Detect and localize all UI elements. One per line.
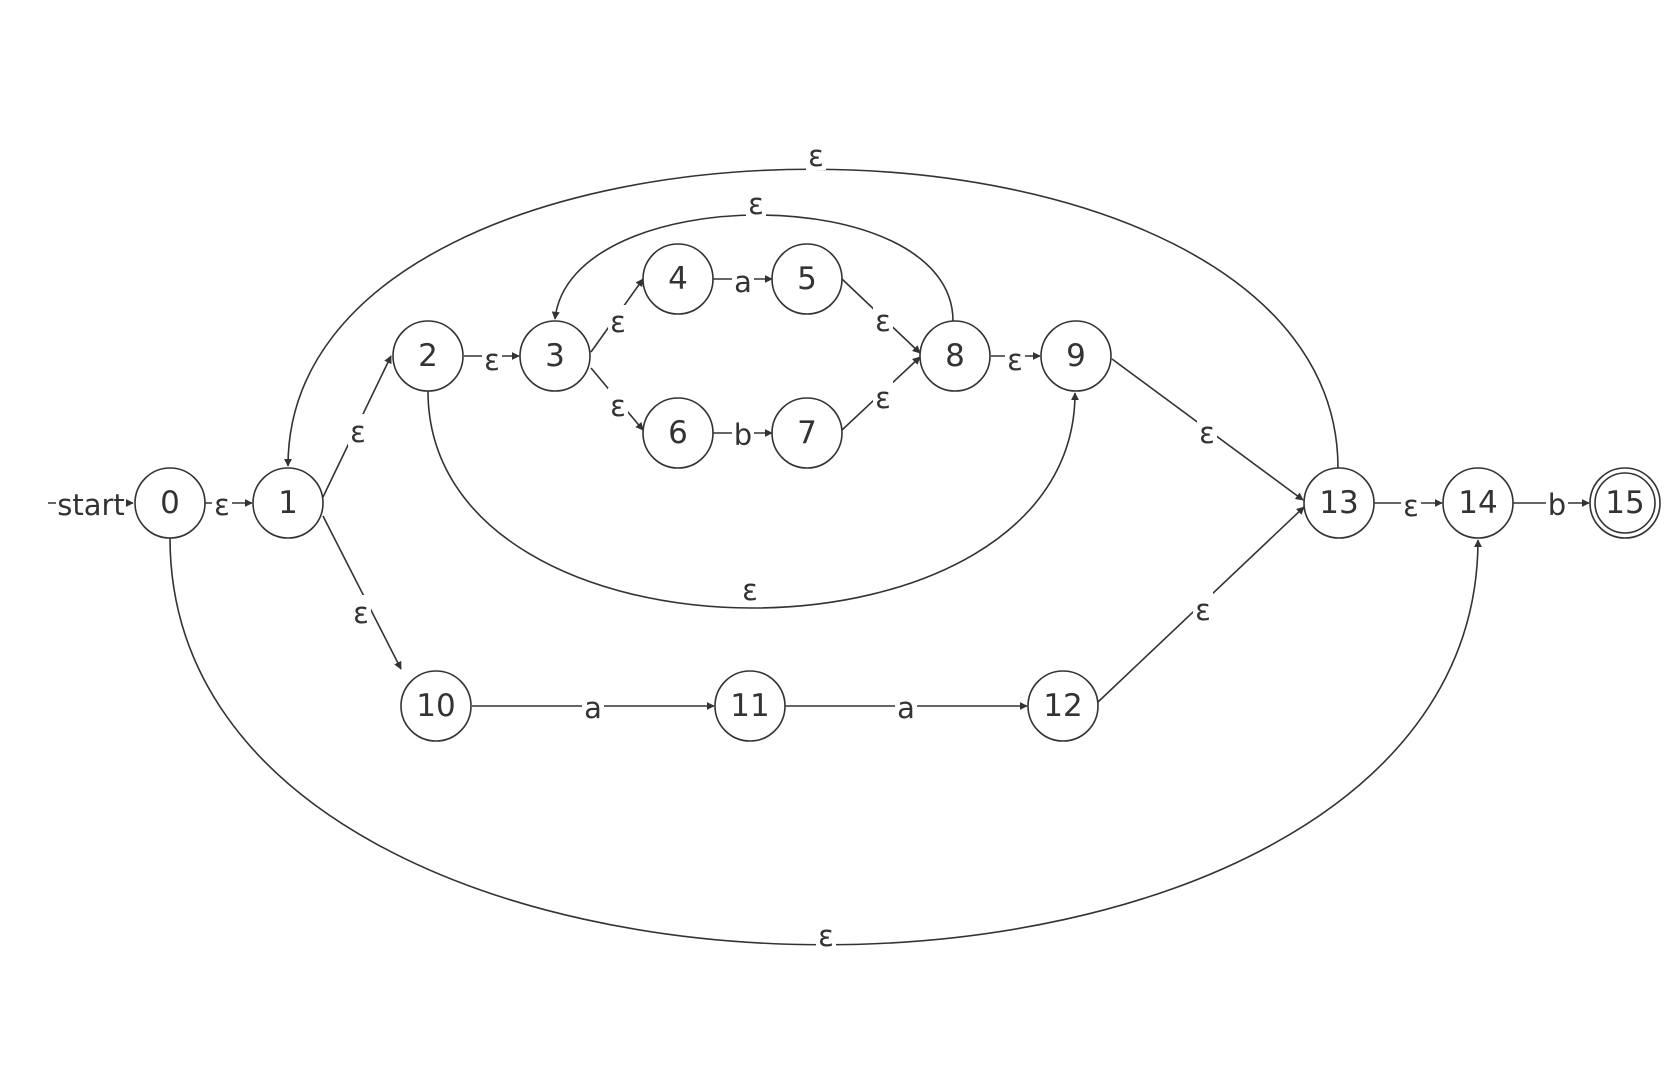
state-label-2: 2: [418, 338, 438, 374]
state-9: 9: [1040, 320, 1112, 392]
edge-label-text-7-8: ε: [875, 381, 891, 415]
state-label-0: 0: [160, 485, 180, 521]
start-arrow: start: [48, 484, 134, 522]
state-10: 10: [400, 670, 472, 742]
state-label-14: 14: [1458, 485, 1497, 521]
edge-label-text-11-12: a: [897, 691, 915, 725]
state-label-13: 13: [1319, 485, 1358, 521]
state-label-1: 1: [278, 485, 298, 521]
edge-label-8-9: ε: [1005, 342, 1025, 377]
edge-label-text-1-2: ε: [350, 415, 366, 449]
start-label-bg: [56, 484, 126, 522]
state-label-11: 11: [730, 688, 769, 724]
state-label-5: 5: [797, 261, 817, 297]
state-7: 7: [771, 397, 843, 469]
edge-label-3-4: ε: [608, 305, 628, 339]
edge-label-text-3-4: ε: [610, 305, 626, 339]
state-13: 13: [1303, 467, 1375, 539]
state-11: 11: [714, 670, 786, 742]
edge-label-0-1: ε: [212, 487, 232, 522]
edge-label-13-1: ε: [806, 139, 826, 173]
state-label-12: 12: [1043, 688, 1082, 724]
edge-label-text-10-11: a: [584, 691, 602, 725]
edge-label-text-4-5: a: [734, 265, 752, 299]
edge-label-14-15: b: [1546, 485, 1568, 522]
edge-label-11-12: a: [895, 690, 917, 725]
edge-label-text-2-9: ε: [742, 573, 758, 607]
state-12: 12: [1027, 670, 1099, 742]
edge-label-5-8: ε: [873, 303, 893, 338]
edge-label-1-2: ε: [348, 414, 368, 449]
state-label-3: 3: [545, 338, 565, 374]
state-6: 6: [642, 397, 714, 469]
states: 0 1 2 3 4 5 6 7: [134, 243, 1661, 742]
edge-label-text-8-3: ε: [748, 187, 764, 221]
edge-label-text-6-7: b: [734, 418, 752, 452]
edge-label-4-5: a: [732, 264, 754, 299]
edge-label-9-13: ε: [1197, 415, 1217, 450]
state-label-15: 15: [1605, 485, 1644, 521]
edge-label-0-14: ε: [816, 919, 836, 953]
edge-label-12-13: ε: [1193, 592, 1213, 627]
state-8: 8: [919, 320, 991, 392]
edge-label-text-1-10: ε: [353, 596, 369, 630]
state-3: 3: [519, 320, 591, 392]
state-15-accepting: 15: [1589, 467, 1661, 539]
edge-label-7-8: ε: [873, 380, 893, 415]
edge-label-text-3-6: ε: [610, 389, 626, 423]
state-1: 1: [252, 467, 324, 539]
edge-label-2-9: ε: [740, 573, 760, 607]
state-2: 2: [392, 320, 464, 392]
edge-label-2-3: ε: [482, 342, 502, 377]
state-0: 0: [134, 467, 206, 539]
edge-label-text-13-14: ε: [1403, 489, 1419, 523]
state-label-10: 10: [416, 688, 455, 724]
transition-labels: ε ε ε ε ε ε a b: [212, 139, 1568, 953]
edge-label-1-10: ε: [351, 595, 371, 630]
edge-label-6-7: b: [732, 416, 754, 452]
state-label-9: 9: [1066, 338, 1086, 374]
edge-label-13-14: ε: [1401, 488, 1421, 523]
edge-label-text-0-1: ε: [214, 488, 230, 522]
state-4: 4: [642, 243, 714, 315]
transitions: [169, 168, 1590, 946]
edge-label-text-5-8: ε: [875, 304, 891, 338]
edge-label-text-14-15: b: [1548, 488, 1566, 522]
state-5: 5: [771, 243, 843, 315]
edge-label-text-0-14: ε: [818, 919, 834, 953]
state-label-6: 6: [668, 415, 688, 451]
start-label: start: [57, 488, 125, 522]
edge-label-8-3: ε: [746, 187, 766, 221]
edge-label-text-8-9: ε: [1007, 343, 1023, 377]
edge-label-text-13-1: ε: [808, 139, 824, 173]
state-label-7: 7: [797, 415, 817, 451]
edge-label-text-9-13: ε: [1199, 416, 1215, 450]
state-label-4: 4: [668, 261, 688, 297]
state-14: 14: [1442, 467, 1514, 539]
state-label-8: 8: [945, 338, 965, 374]
edge-1-10: [322, 515, 402, 670]
edge-2-9: [427, 390, 1079, 609]
edge-label-3-6: ε: [608, 388, 628, 423]
edge-label-text-2-3: ε: [484, 343, 500, 377]
edge-label-text-12-13: ε: [1195, 593, 1211, 627]
edge-label-10-11: a: [582, 690, 604, 725]
